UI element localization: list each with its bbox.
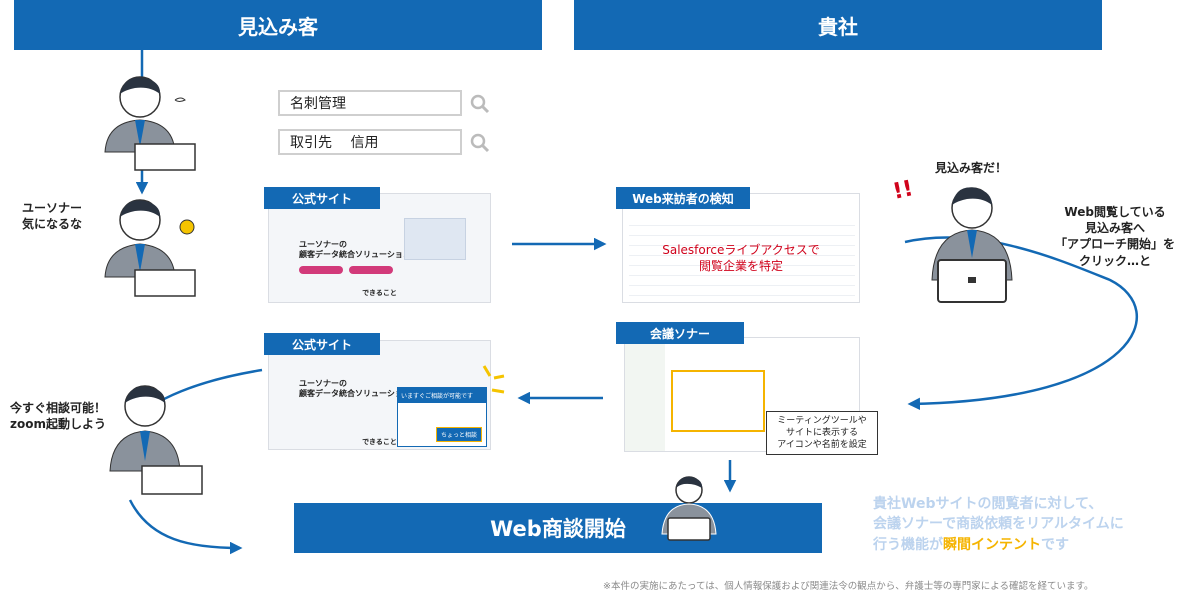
official-site-label-2: 公式サイト <box>264 333 380 355</box>
detected-thought: 見込み客だ！ <box>935 161 1008 175</box>
site-button-pink <box>349 266 393 274</box>
meeting-sonar-label: 会議ソナー <box>616 322 744 344</box>
feature-summary: 貴社Webサイトの閲覧者に対して、 会議ソナーで商談依頼をリアルタイムに 行う機… <box>873 496 1124 553</box>
salesforce-screenshot: Salesforceライブアクセスで 閲覧企業を特定 <box>622 193 860 303</box>
site-button-pink <box>299 266 343 274</box>
approach-instruction: Web閲覧している 見込み客へ 「アプローチ開始」を クリック…と <box>1054 205 1175 268</box>
company-person-illustration <box>922 180 1022 305</box>
prospect-header: 見込み客 <box>14 0 542 50</box>
curious-thought: ユーソナー 気になるな <box>22 201 83 232</box>
official-site-screenshot-1: ユーソナーの 顧客データ統合ソリューション できること <box>268 193 491 303</box>
legal-footnote: ※本件の実施にあたっては、個人情報保護および関連法令の観点から、弁護士等の専門家… <box>603 581 1094 592</box>
person-consult-illustration <box>100 376 210 506</box>
meeting-setting-note: ミーティングツールや サイトに表示する アイコンや名前を設定 <box>766 411 878 456</box>
person-to-cta-arrow <box>128 499 243 555</box>
salesforce-caption: Salesforceライブアクセスで 閲覧企業を特定 <box>662 243 820 274</box>
consult-popup: いますぐご相談が可能です ちょっと相談 <box>397 387 487 447</box>
official-site-screenshot-2: ユーソナーの 顧客データ統合ソリューション できること いますぐご相談が可能です… <box>268 340 491 450</box>
web-meeting-start-banner: Web商談開始 <box>294 503 822 553</box>
official-site-label-1: 公式サイト <box>264 187 380 209</box>
search-icon <box>470 94 490 118</box>
consult-popup-button[interactable]: ちょっと相談 <box>435 427 482 442</box>
sonar-sidebar <box>625 338 665 451</box>
site-device-mockup <box>404 218 466 260</box>
search-input-business-cards[interactable]: 名刺管理 <box>278 90 462 116</box>
sonar-highlight-box <box>671 370 765 432</box>
search-input-credit[interactable]: 取引先 信用 <box>278 129 462 155</box>
attention-burst-icon <box>480 362 510 406</box>
cta-person-illustration <box>654 472 724 542</box>
person-idea-illustration <box>95 192 205 302</box>
person-thinking-illustration <box>95 72 205 172</box>
search-icon <box>470 133 490 157</box>
consult-thought: 今すぐ相談可能！ zoom起動しよう <box>10 401 107 432</box>
company-header: 貴社 <box>574 0 1102 50</box>
instant-intent-highlight: 瞬間インテント <box>943 536 1041 553</box>
web-visitor-label: Web来訪者の検知 <box>616 187 750 209</box>
